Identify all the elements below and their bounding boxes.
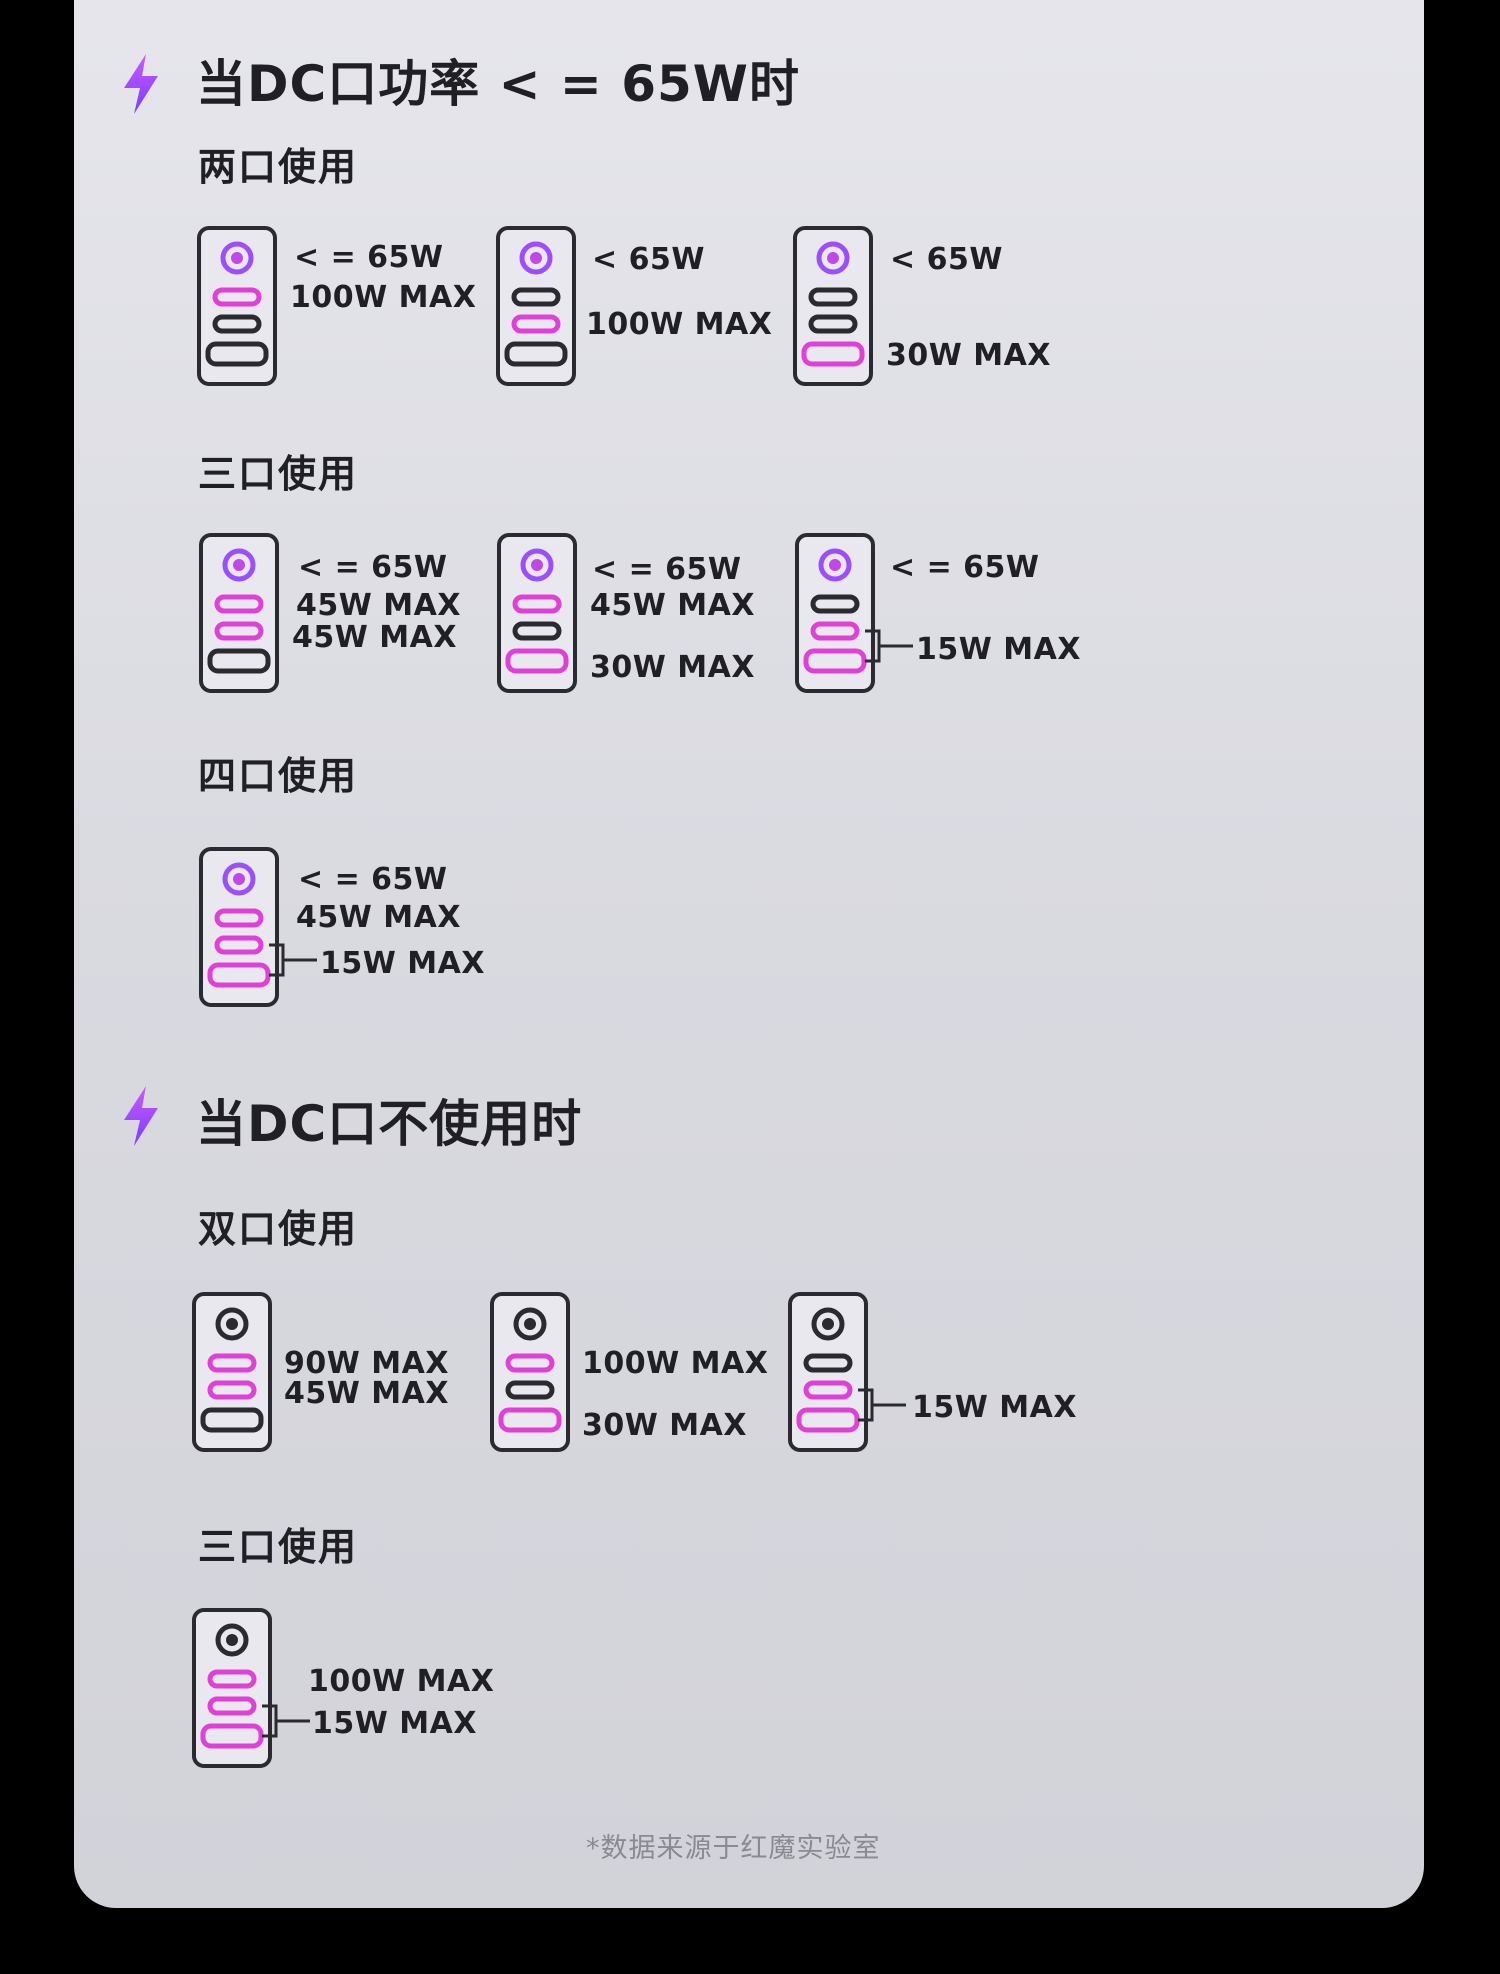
- group-label: 两口使用: [198, 145, 359, 189]
- power-label: 15W MAX: [312, 1706, 477, 1741]
- power-label: 90W MAX: [284, 1346, 449, 1381]
- charger-device-icon: [199, 533, 279, 693]
- charger-device-icon: [793, 226, 873, 386]
- footnote: *数据来源于红魔实验室: [586, 1833, 881, 1864]
- power-label: 15W MAX: [320, 946, 485, 981]
- power-label: 100W MAX: [582, 1346, 769, 1381]
- power-label: 45W MAX: [292, 620, 457, 655]
- power-label: 15W MAX: [912, 1390, 1077, 1425]
- lightning-bolt-icon: [124, 54, 158, 114]
- power-label: 45W MAX: [284, 1376, 449, 1411]
- charger-device-icon: [490, 1292, 570, 1452]
- power-label: < = 65W: [298, 550, 448, 585]
- power-label: < = 65W: [592, 552, 742, 587]
- power-label: 45W MAX: [296, 588, 461, 623]
- section-title: 当DC口功率 < = 65W时: [196, 55, 800, 113]
- charger-device-icon: [496, 226, 576, 386]
- group-label: 三口使用: [198, 1525, 359, 1569]
- lightning-bolt-icon: [124, 1086, 158, 1146]
- charger-device-icon: [197, 226, 277, 386]
- charger-device-icon: [192, 1608, 310, 1768]
- charger-device-icon: [788, 1292, 906, 1452]
- charger-device-icon: [795, 533, 913, 693]
- power-label: < = 65W: [890, 550, 1040, 585]
- power-label: 30W MAX: [886, 338, 1051, 373]
- power-label: < = 65W: [294, 240, 444, 275]
- power-label: 100W MAX: [290, 280, 477, 315]
- power-label: 30W MAX: [590, 650, 755, 685]
- charger-device-icon: [192, 1292, 272, 1452]
- power-label: 100W MAX: [308, 1664, 495, 1699]
- power-label: 45W MAX: [296, 900, 461, 935]
- power-label: < 65W: [890, 242, 1003, 277]
- power-label: 45W MAX: [590, 588, 755, 623]
- group-label: 三口使用: [198, 452, 359, 496]
- charger-device-icon: [497, 533, 577, 693]
- group-label: 四口使用: [198, 754, 359, 798]
- group-label: 双口使用: [198, 1207, 359, 1251]
- power-label: 15W MAX: [916, 632, 1081, 667]
- spec-panel: [74, 0, 1424, 1908]
- charger-device-icon: [199, 847, 317, 1007]
- section-title: 当DC口不使用时: [196, 1095, 583, 1153]
- power-label: 30W MAX: [582, 1408, 747, 1443]
- power-label: < = 65W: [298, 862, 448, 897]
- power-label: < 65W: [592, 242, 705, 277]
- power-label: 100W MAX: [586, 307, 773, 342]
